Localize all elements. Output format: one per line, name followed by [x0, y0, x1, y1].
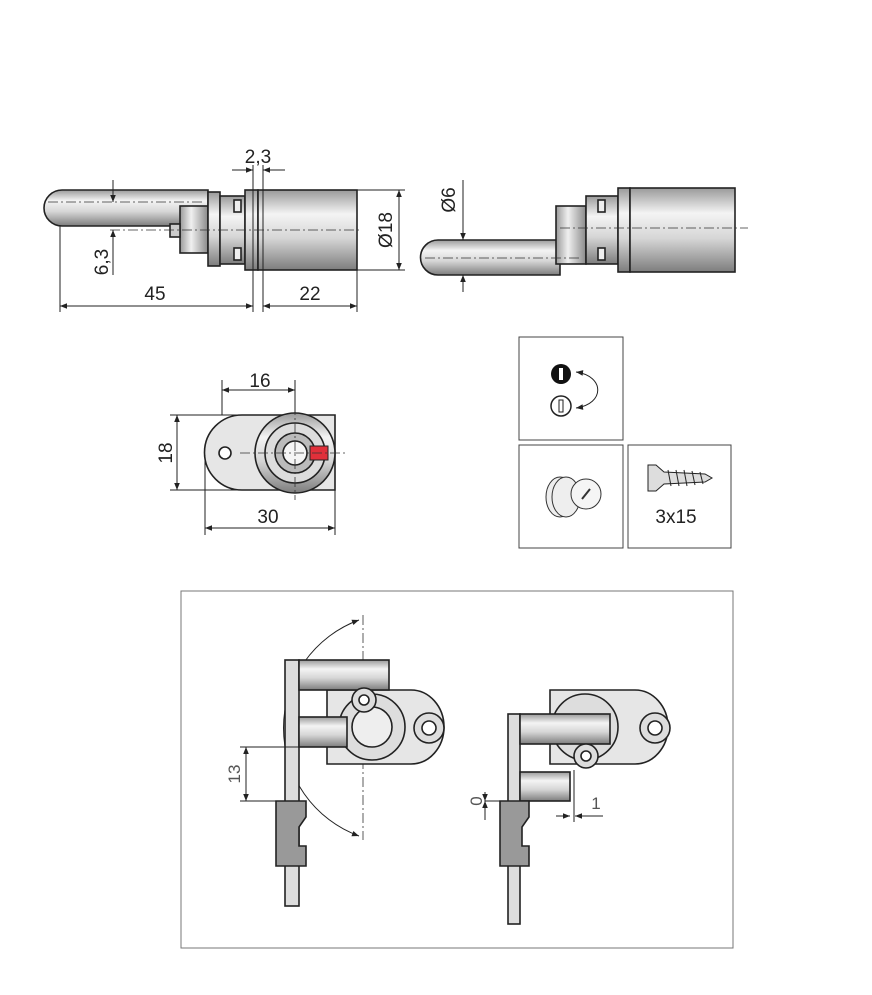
lock-cylinder-icon	[518, 444, 624, 549]
installation-frame	[180, 590, 734, 949]
bracket	[179, 205, 209, 254]
flange-tab	[597, 247, 606, 261]
key-slot	[558, 399, 564, 413]
screw-label: 3x15	[655, 507, 696, 528]
rotate-90-icon	[518, 336, 624, 441]
flange-tab	[597, 199, 606, 213]
dim-body: 22	[299, 284, 320, 305]
unlocked-position-icon	[550, 395, 572, 417]
door-panel	[284, 659, 300, 907]
screw-hole	[218, 446, 232, 460]
pivot-hole	[358, 694, 370, 706]
front-view: 16 18 30	[156, 371, 345, 535]
collar	[207, 191, 221, 267]
flange-tab	[233, 247, 242, 261]
icon-box	[627, 444, 732, 549]
installation-diagram: 13 0 1	[180, 590, 734, 949]
cylinder-body	[629, 187, 736, 273]
bolt-pin	[519, 713, 611, 745]
dim-length: 45	[144, 284, 165, 305]
strike-plate	[499, 800, 530, 867]
bracket	[555, 205, 587, 265]
bolt-pin	[298, 716, 348, 748]
dim-travel: 13	[225, 765, 244, 784]
bolt-pin	[519, 771, 571, 802]
screw-shape	[647, 464, 714, 492]
dim-pin: Ø6	[439, 187, 460, 212]
dim-offset: 6,3	[92, 249, 113, 275]
dim-ring: 2,3	[245, 147, 271, 168]
screw-hole	[421, 720, 437, 736]
flange-tab	[233, 199, 242, 213]
dim-width: 30	[257, 507, 278, 528]
stub	[169, 223, 181, 238]
key-slot	[559, 368, 563, 380]
swing-arc	[283, 619, 360, 837]
screw-thread	[667, 469, 704, 487]
pivot-hole	[580, 750, 592, 762]
bolt-pin	[298, 659, 390, 691]
key-slot	[581, 488, 591, 500]
side-view: 2,3 45 22 Ø18 6,3	[43, 147, 405, 312]
cylinder-core	[351, 706, 393, 748]
screw-icon: 3x15	[627, 444, 732, 549]
dim-gap: 0	[467, 796, 486, 805]
side-view-rotated: Ø6	[419, 180, 748, 292]
bolt-pin	[43, 189, 209, 227]
dim-center: 16	[249, 371, 270, 392]
rotation-arrow-icon	[575, 370, 599, 410]
screw-hole	[647, 720, 663, 736]
dim-clearance: 1	[591, 794, 600, 813]
dim-diameter: Ø18	[376, 212, 397, 248]
icon-box	[518, 336, 624, 441]
ring	[617, 187, 631, 273]
bolt-pin	[419, 239, 561, 276]
strike-plate	[275, 800, 307, 867]
dim-height: 18	[156, 442, 177, 463]
